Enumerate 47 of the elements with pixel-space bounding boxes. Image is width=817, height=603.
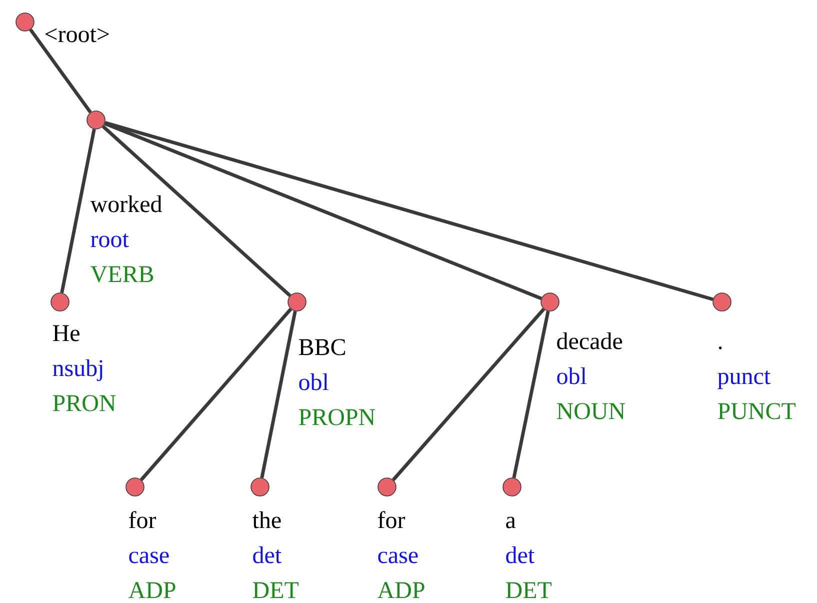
relation-label: case bbox=[378, 552, 418, 564]
word-label: BBC bbox=[298, 339, 345, 356]
dependency-line bbox=[140, 308, 292, 482]
dependency-line bbox=[29, 28, 92, 114]
dependency-line bbox=[104, 122, 542, 300]
pos-tag-label: ADP bbox=[128, 582, 176, 598]
word-label: a bbox=[506, 516, 516, 528]
word-label: for bbox=[378, 511, 406, 528]
word-label: the bbox=[252, 511, 281, 528]
pos-tag-label: PUNCT bbox=[718, 403, 796, 420]
pos-tag-label: ADP bbox=[378, 582, 424, 598]
node-dot bbox=[50, 292, 70, 312]
node-dot bbox=[540, 292, 560, 312]
dependency-line bbox=[260, 310, 297, 478]
relation-label: case bbox=[129, 552, 169, 564]
pos-tag-label: PROPN bbox=[298, 409, 376, 426]
node-dot bbox=[126, 478, 144, 496]
pos-tag-label: VERB bbox=[90, 266, 154, 282]
relation-label: root bbox=[90, 234, 129, 248]
node-dot bbox=[502, 478, 522, 496]
dependency-line bbox=[392, 308, 546, 482]
word-label: <root> bbox=[45, 28, 109, 42]
relation-label: obl bbox=[299, 373, 328, 390]
relation-label: det bbox=[506, 546, 534, 564]
node-dot bbox=[288, 292, 306, 312]
word-label: He bbox=[52, 325, 80, 342]
pos-tag-label: DET bbox=[252, 582, 299, 598]
node-dot bbox=[712, 292, 732, 312]
pos-tag-label: DET bbox=[506, 582, 552, 598]
dependency-line bbox=[60, 128, 96, 294]
node-dot bbox=[378, 478, 396, 496]
dependency-line bbox=[512, 310, 550, 478]
relation-label: det bbox=[253, 546, 282, 564]
word-label: for bbox=[129, 511, 156, 528]
relation-label: punct bbox=[718, 370, 770, 390]
word-label: . bbox=[718, 346, 722, 350]
relation-label: obl bbox=[557, 367, 586, 384]
node-dot bbox=[86, 110, 106, 130]
dependency-line bbox=[102, 125, 292, 297]
pos-tag-label: PRON bbox=[52, 395, 116, 412]
word-label: worked bbox=[90, 195, 162, 212]
dependency-line bbox=[104, 120, 714, 302]
word-label: decade bbox=[557, 332, 622, 350]
node-dot bbox=[16, 12, 34, 32]
node-dot bbox=[250, 478, 270, 496]
relation-label: nsubj bbox=[52, 359, 102, 382]
pos-tag-label: NOUN bbox=[556, 403, 626, 420]
